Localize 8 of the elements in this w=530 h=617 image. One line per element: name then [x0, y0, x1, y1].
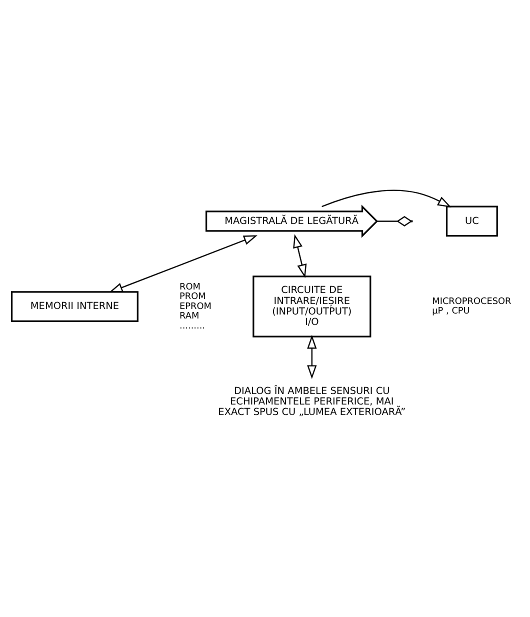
node-label: ROM — [180, 282, 200, 292]
node-label: RAM — [180, 312, 200, 322]
node-text: DIALOG ÎN AMBELE SENSURI CU ECHIPAMENTELE PERIFERICE, MAI EXACT SPUS CU „LUMEA EXTERIOARĂ” — [218, 386, 406, 418]
node-label: EPROM — [180, 302, 212, 312]
node-label: MICROPROCESOR — [432, 296, 512, 307]
node-label: µP , CPU — [432, 306, 470, 317]
node-label: PROM — [180, 292, 206, 302]
node-label: ......... — [180, 321, 206, 332]
